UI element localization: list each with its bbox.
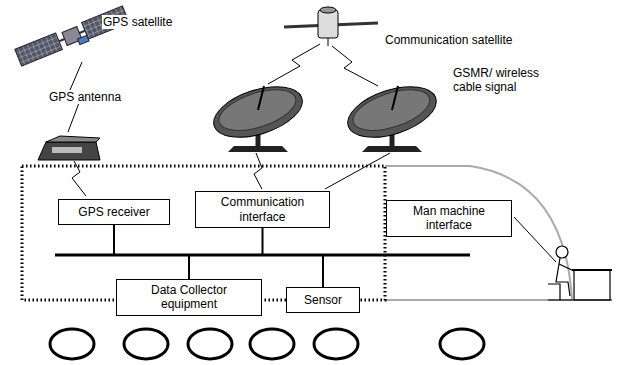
part-label: Communication satellite: [384, 33, 513, 47]
radio-link: [332, 46, 378, 86]
process-box: Man machine interface: [386, 200, 512, 237]
box-label: Data Collector equipment: [123, 283, 255, 312]
train-nose: [385, 166, 572, 300]
communication-satellite: [284, 7, 378, 46]
box-label: Man machine interface: [393, 204, 505, 233]
part-label: GSMR/ wireless cable signal: [452, 66, 556, 95]
antenna-cable: [72, 161, 86, 196]
box-label: Communication interface: [202, 195, 323, 224]
box-label: Sensor: [304, 293, 342, 307]
part-label: GPS antenna: [48, 90, 122, 104]
bus-connector: [189, 228, 263, 279]
wheels: [50, 329, 484, 359]
operator-figure: [548, 246, 612, 300]
dish-cable: [325, 153, 390, 189]
process-box: GPS receiver: [58, 199, 170, 225]
satellite-dish: [341, 77, 442, 152]
leader-line: [514, 217, 556, 262]
box-label: GPS receiver: [78, 205, 149, 219]
process-box: Sensor: [286, 287, 360, 313]
bus-connector: [114, 225, 189, 279]
process-box: Data Collector equipment: [116, 279, 262, 316]
radio-link: [268, 44, 320, 84]
dish-cable: [254, 153, 262, 189]
part-label: GPS satellite: [102, 15, 173, 29]
gps-antenna: [38, 136, 100, 160]
satellite-dish: [207, 77, 308, 152]
process-box: Communication interface: [195, 191, 330, 228]
